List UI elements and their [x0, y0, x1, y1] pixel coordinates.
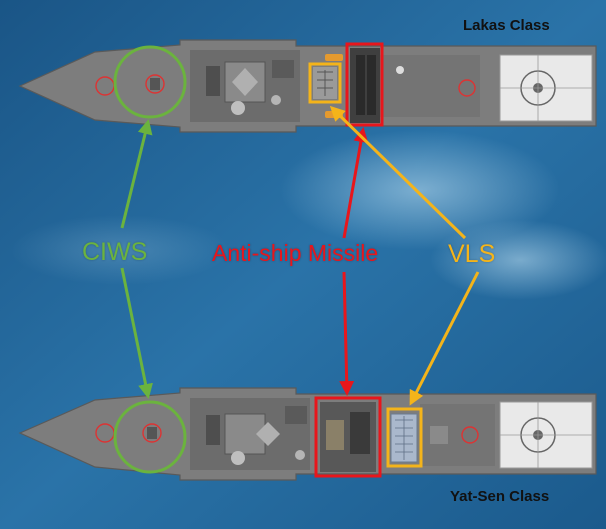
- sea-foam: [280, 130, 560, 250]
- sea-foam: [10, 215, 230, 285]
- missile-label: Anti-ship Missile: [212, 240, 379, 266]
- vls-arrow-bottom: [409, 271, 480, 406]
- ciws-highlight-top: [113, 45, 187, 119]
- missile-arrow-bottom: [339, 271, 355, 396]
- gun-mount-ring: [458, 79, 476, 97]
- deck-section: [380, 55, 480, 117]
- vls-hatch: [325, 54, 343, 61]
- deck-house: [272, 60, 294, 78]
- ship-bottom: [18, 387, 597, 481]
- vls-highlight-bottom: [386, 407, 423, 468]
- missile-arrow-top: [342, 127, 369, 239]
- vls-grid: [317, 70, 333, 96]
- vls-label: VLS: [448, 240, 496, 268]
- ciws-arrow-bottom: [120, 267, 153, 399]
- vls-arrow-top: [329, 105, 467, 240]
- deck-house: [285, 406, 307, 424]
- ciws-highlight-bottom: [113, 400, 187, 474]
- radome: [271, 95, 281, 105]
- ship-name-bottom: Yat-Sen Class: [450, 488, 550, 505]
- deck-fitting: [430, 426, 448, 444]
- missile-tube: [367, 55, 376, 115]
- gun-mount-ring: [461, 426, 479, 444]
- gun-mount-ring: [142, 423, 162, 443]
- missile-highlight-top: [345, 42, 384, 127]
- mast: [256, 422, 280, 446]
- missile-tube: [356, 55, 365, 115]
- radome: [231, 101, 245, 115]
- missile-canister: [350, 412, 370, 454]
- ciws-mount: [150, 78, 160, 90]
- mast: [232, 68, 258, 96]
- missile-canister: [326, 420, 344, 450]
- ciws-label: CIWS: [82, 238, 148, 266]
- ciws-mount: [147, 427, 157, 439]
- vls-grid: [395, 416, 413, 460]
- ciws-arrow-top: [120, 119, 153, 229]
- radome: [295, 450, 305, 460]
- vls-highlight-top: [308, 62, 342, 104]
- gun-mount-ring: [145, 74, 165, 94]
- deck-house: [206, 66, 220, 96]
- deck-fitting: [396, 66, 404, 74]
- radome: [231, 451, 245, 465]
- deck-house: [206, 415, 220, 445]
- ship-top: [18, 39, 597, 133]
- missile-highlight-bottom: [314, 396, 382, 478]
- ship-name-top: Lakas Class: [463, 17, 550, 34]
